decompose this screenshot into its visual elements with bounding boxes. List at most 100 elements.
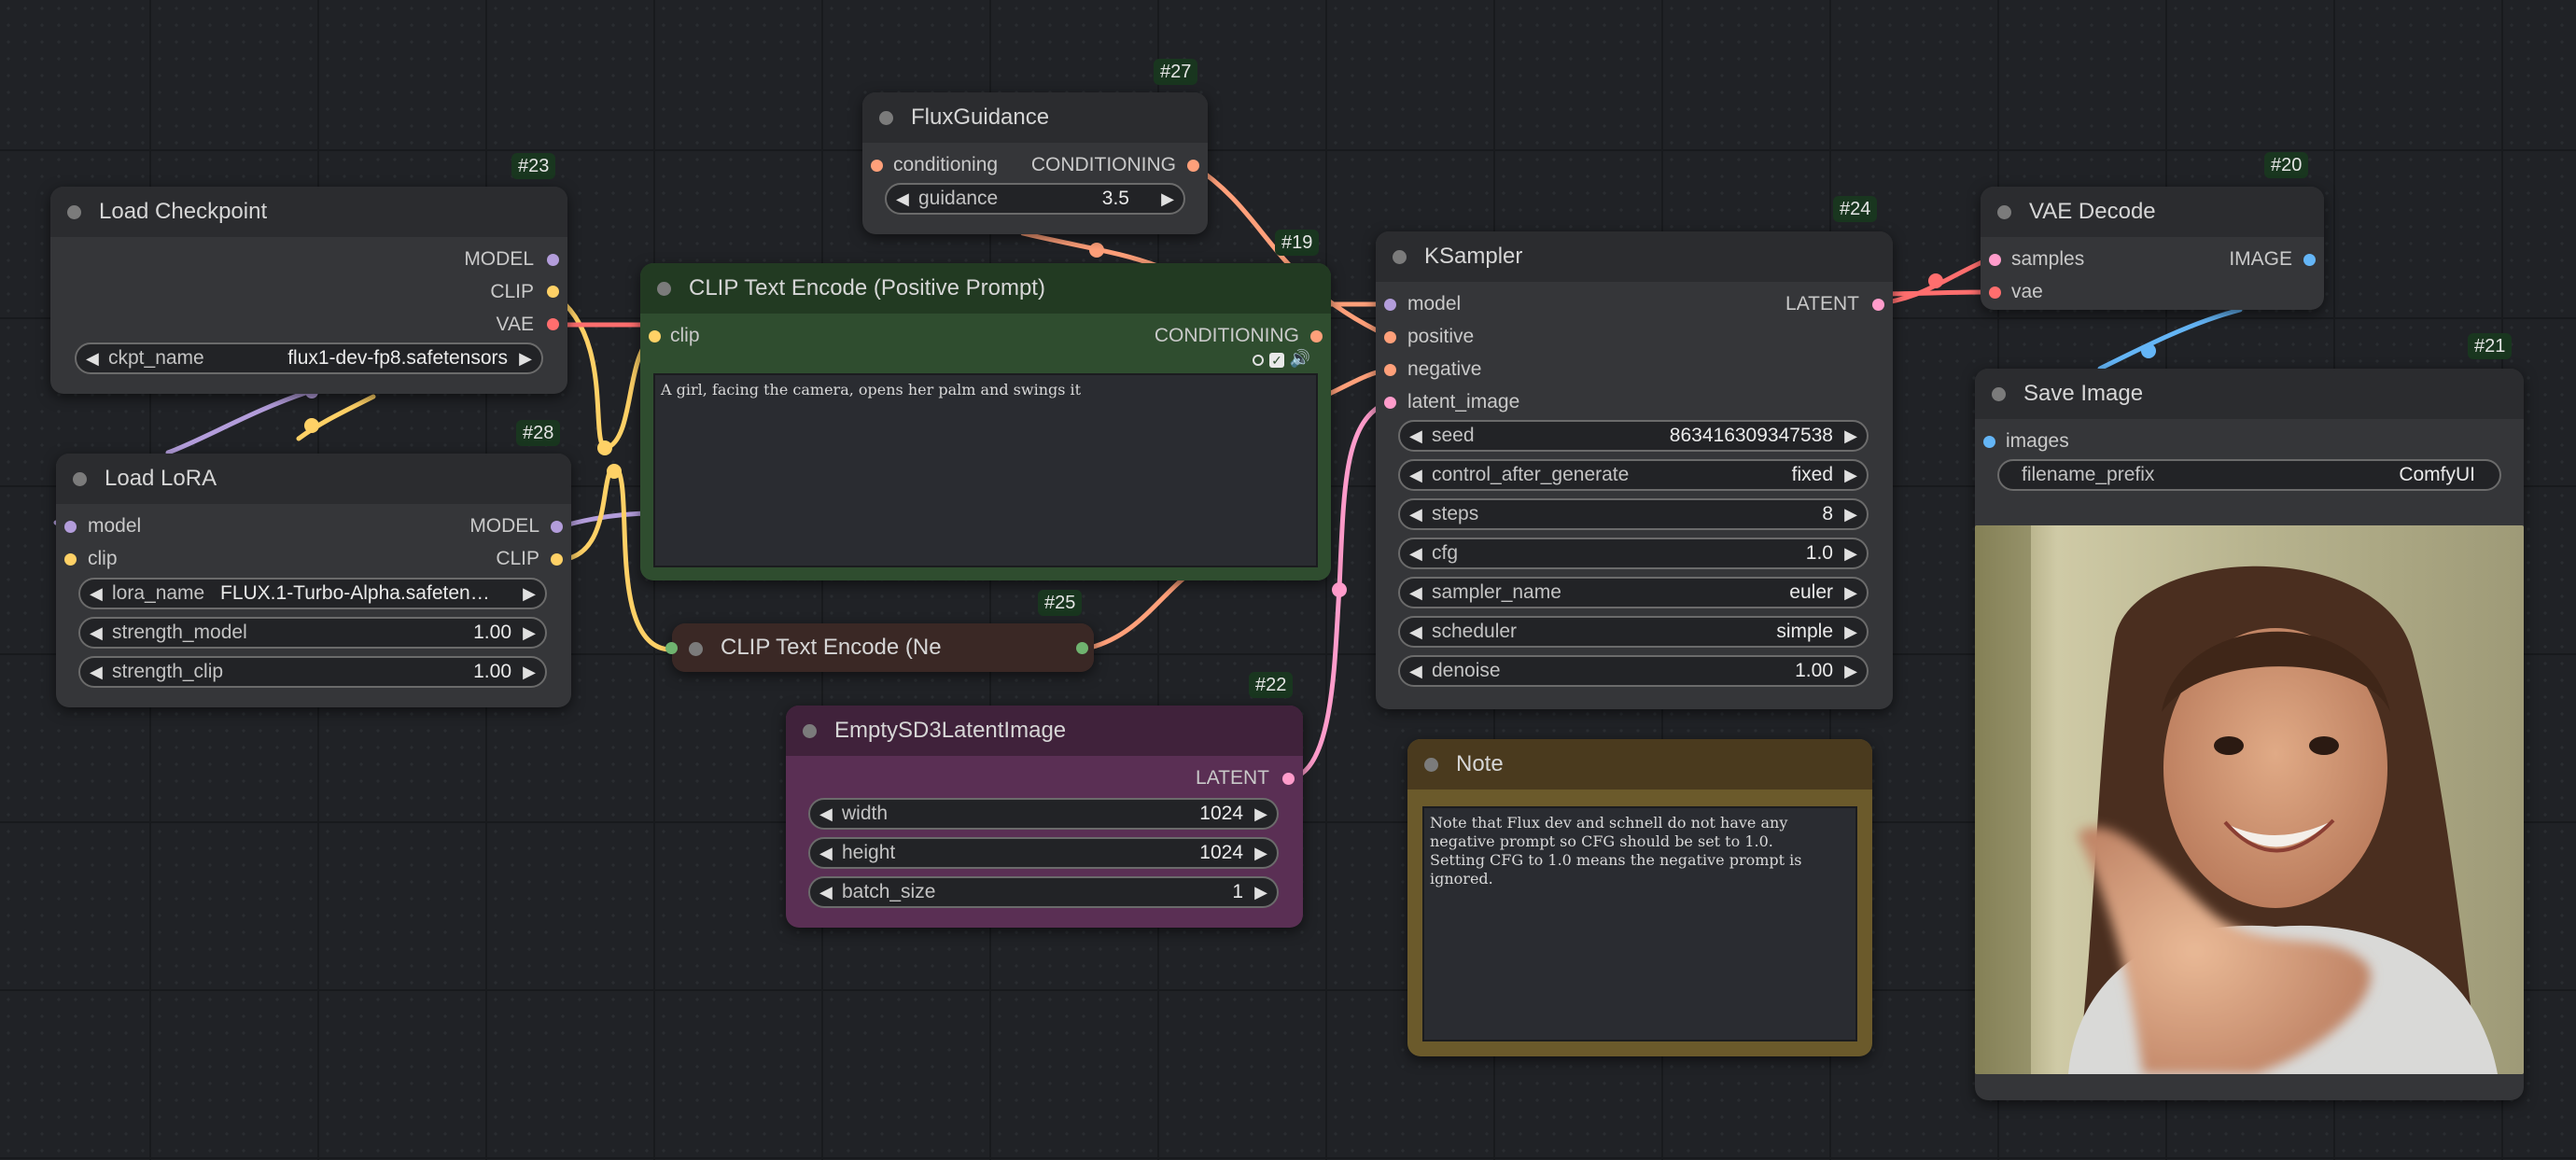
decrement-arrow-icon[interactable]: ◀ [819,804,833,823]
output-slot-latent[interactable] [1282,773,1295,785]
speaker-icon[interactable]: 🔊 [1289,349,1310,368]
increment-arrow-icon[interactable]: ▶ [1844,505,1857,524]
clip-text-encode-positive-node[interactable]: CLIP Text Encode (Positive Prompt) clip … [640,263,1331,580]
decrement-arrow-icon[interactable]: ◀ [1409,426,1422,445]
node-header[interactable]: Load LoRA [56,454,571,504]
control-after-generate-widget[interactable]: ◀ control_after_generate fixed ▶ [1398,459,1869,491]
decrement-arrow-icon[interactable]: ◀ [1409,466,1422,484]
ckpt-name-widget[interactable]: ◀ ckpt_name flux1-dev-fp8.safetensors ▶ [75,342,543,374]
node-header[interactable]: CLIP Text Encode (Ne [665,623,1094,672]
output-slot-latent[interactable] [1872,299,1884,311]
clip-text-encode-negative-node[interactable]: CLIP Text Encode (Ne [665,623,1094,672]
output-slot-conditioning[interactable] [1187,160,1199,172]
output-slot-clip[interactable] [547,286,559,298]
input-slot-latent-image[interactable] [1384,397,1396,409]
cfg-widget[interactable]: ◀ cfg 1.0 ▶ [1398,538,1869,569]
checkbox-icon[interactable]: ✓ [1269,353,1284,368]
collapse-dot-icon[interactable] [1997,205,2011,219]
input-slot-clip[interactable] [665,642,678,654]
decrement-arrow-icon[interactable]: ◀ [1409,662,1422,680]
vae-decode-node[interactable]: VAE Decode samples vae IMAGE [1981,187,2324,310]
save-image-node[interactable]: Save Image images filename_prefix ComfyU… [1975,369,2524,1100]
input-slot-positive[interactable] [1384,331,1396,343]
scheduler-widget[interactable]: ◀ scheduler simple ▶ [1398,616,1869,648]
increment-arrow-icon[interactable]: ▶ [523,623,536,642]
note-node[interactable]: Note Note that Flux dev and schnell do n… [1407,739,1872,1056]
height-widget[interactable]: ◀ height 1024 ▶ [808,837,1279,869]
node-header[interactable]: EmptySD3LatentImage [786,706,1303,756]
node-header[interactable]: VAE Decode [1981,187,2324,237]
note-textarea[interactable]: Note that Flux dev and schnell do not ha… [1422,806,1857,1041]
input-slot-vae[interactable] [1989,287,2001,299]
lora-name-widget[interactable]: ◀ lora_name FLUX.1-Turbo-Alpha.safeten… … [78,578,547,609]
increment-arrow-icon[interactable]: ▶ [1254,883,1267,901]
increment-arrow-icon[interactable]: ▶ [523,584,536,603]
load-lora-node[interactable]: Load LoRA model clip MODEL CLIP ◀ lora_n… [56,454,571,707]
increment-arrow-icon[interactable]: ▶ [1844,662,1857,680]
decrement-arrow-icon[interactable]: ◀ [896,189,909,208]
decrement-arrow-icon[interactable]: ◀ [86,349,99,368]
output-slot-conditioning[interactable] [1310,330,1323,342]
collapse-dot-icon[interactable] [73,472,87,486]
increment-arrow-icon[interactable]: ▶ [1161,189,1174,208]
increment-arrow-icon[interactable]: ▶ [1844,583,1857,602]
filename-prefix-widget[interactable]: filename_prefix ComfyUI [1997,459,2501,491]
input-slot-clip[interactable] [64,553,77,566]
steps-widget[interactable]: ◀ steps 8 ▶ [1398,498,1869,530]
input-slot-conditioning[interactable] [871,160,883,172]
input-slot-clip[interactable] [649,330,661,342]
increment-arrow-icon[interactable]: ▶ [1844,426,1857,445]
output-slot-model[interactable] [551,521,563,533]
node-header[interactable]: Note [1407,739,1872,790]
flux-guidance-node[interactable]: FluxGuidance conditioning CONDITIONING ◀… [862,92,1208,234]
increment-arrow-icon[interactable]: ▶ [1844,622,1857,641]
denoise-widget[interactable]: ◀ denoise 1.00 ▶ [1398,655,1869,687]
prompt-textarea[interactable]: A girl, facing the camera, opens her pal… [653,373,1318,567]
empty-sd3-latent-image-node[interactable]: EmptySD3LatentImage LATENT ◀ width 1024 … [786,706,1303,928]
collapse-dot-icon[interactable] [803,724,817,738]
node-header[interactable]: KSampler [1376,231,1893,282]
guidance-widget[interactable]: ◀ guidance 3.5 ▶ [885,183,1185,215]
input-slot-samples[interactable] [1989,254,2001,266]
input-slot-model[interactable] [1384,299,1396,311]
output-slot-model[interactable] [547,254,559,266]
decrement-arrow-icon[interactable]: ◀ [1409,622,1422,641]
width-widget[interactable]: ◀ width 1024 ▶ [808,798,1279,830]
sampler-name-widget[interactable]: ◀ sampler_name euler ▶ [1398,577,1869,608]
collapse-dot-icon[interactable] [67,205,81,219]
decrement-arrow-icon[interactable]: ◀ [1409,583,1422,602]
strength-clip-widget[interactable]: ◀ strength_clip 1.00 ▶ [78,656,547,688]
increment-arrow-icon[interactable]: ▶ [1844,466,1857,484]
input-slot-model[interactable] [64,521,77,533]
decrement-arrow-icon[interactable]: ◀ [1409,505,1422,524]
increment-arrow-icon[interactable]: ▶ [1844,544,1857,563]
output-slot-image[interactable] [2303,254,2316,266]
node-header[interactable]: Save Image [1975,369,2524,419]
collapse-dot-icon[interactable] [1992,387,2006,401]
collapse-dot-icon[interactable] [1424,758,1438,772]
output-slot-conditioning[interactable] [1076,642,1088,654]
decrement-arrow-icon[interactable]: ◀ [819,883,833,901]
decrement-arrow-icon[interactable]: ◀ [1409,544,1422,563]
node-header[interactable]: FluxGuidance [862,92,1208,143]
output-slot-clip[interactable] [551,553,563,566]
generated-image-preview[interactable] [1975,525,2524,1074]
decrement-arrow-icon[interactable]: ◀ [90,584,103,603]
strength-model-widget[interactable]: ◀ strength_model 1.00 ▶ [78,617,547,649]
collapse-dot-icon[interactable] [657,282,671,296]
decrement-arrow-icon[interactable]: ◀ [819,844,833,862]
decrement-arrow-icon[interactable]: ◀ [90,623,103,642]
increment-arrow-icon[interactable]: ▶ [519,349,532,368]
collapse-dot-icon[interactable] [1393,250,1407,264]
ksampler-node[interactable]: KSampler model positive negative latent_… [1376,231,1893,709]
batch-size-widget[interactable]: ◀ batch_size 1 ▶ [808,876,1279,908]
node-header[interactable]: CLIP Text Encode (Positive Prompt) [640,263,1331,314]
increment-arrow-icon[interactable]: ▶ [1254,804,1267,823]
node-header[interactable]: Load Checkpoint [50,187,567,237]
input-slot-images[interactable] [1983,436,1995,448]
collapse-dot-icon[interactable] [879,111,893,125]
input-slot-negative[interactable] [1384,364,1396,376]
load-checkpoint-node[interactable]: Load Checkpoint MODEL CLIP VAE ◀ ckpt_na… [50,187,567,394]
increment-arrow-icon[interactable]: ▶ [1254,844,1267,862]
output-slot-vae[interactable] [547,318,559,330]
